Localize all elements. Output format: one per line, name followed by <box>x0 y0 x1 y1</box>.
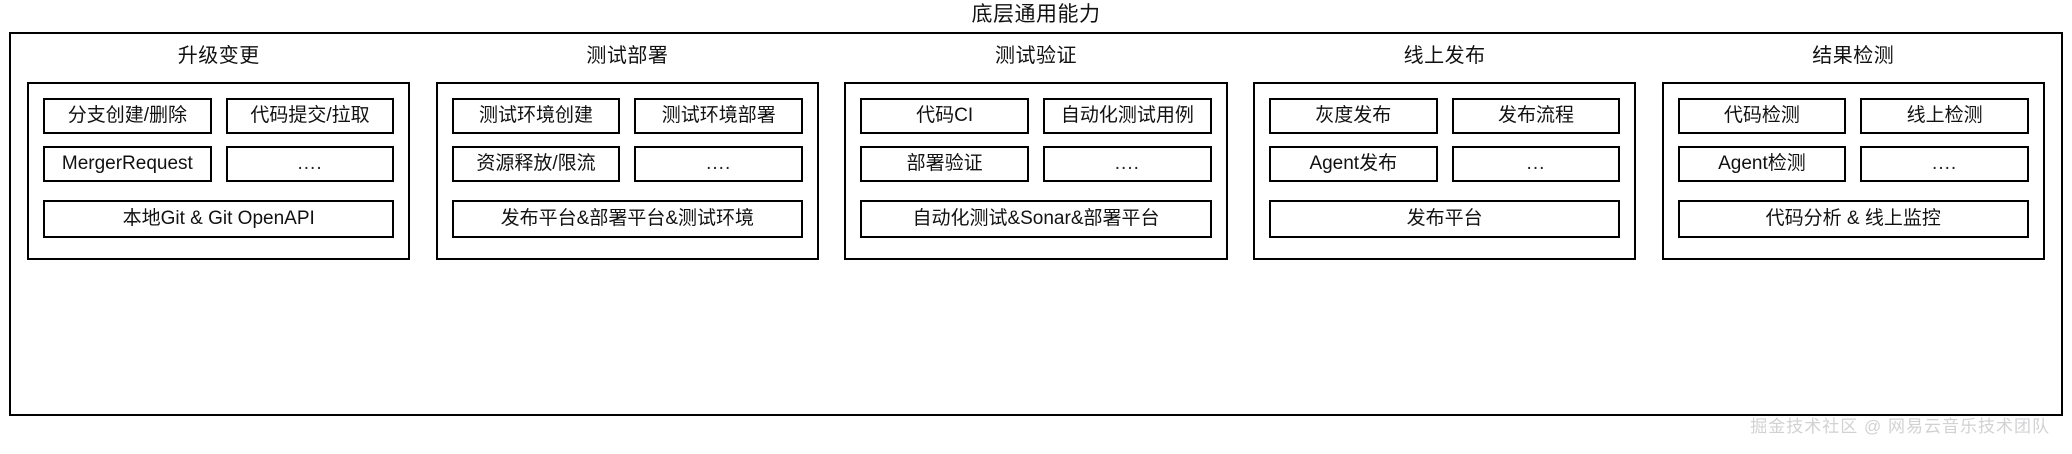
stage-1-item-1[interactable]: 分支创建/删除 <box>43 98 212 134</box>
stage-1-footer[interactable]: 本地Git & Git OpenAPI <box>43 200 395 238</box>
stage-2-footer[interactable]: 发布平台&部署平台&测试环境 <box>451 200 804 238</box>
stage-5-item-4[interactable]: .... <box>1860 146 2029 182</box>
stage-2-item-3[interactable]: 资源释放/限流 <box>451 146 621 182</box>
stage-1-row-2: MergerRequest .... <box>43 146 395 182</box>
stage-column-2: 测试部署 测试环境创建 测试环境部署 资源释放/限流 .... 发布平台&部署平… <box>435 44 820 260</box>
stage-3-item-2[interactable]: 自动化测试用例 <box>1042 98 1212 134</box>
stage-column-1: 升级变更 分支创建/删除 代码提交/拉取 MergerRequest .... … <box>27 44 411 260</box>
stage-4-item-4[interactable]: ... <box>1451 146 1621 182</box>
stage-3-row-2: 部署验证 .... <box>860 146 1212 182</box>
stage-column-5: 结果检测 代码检测 线上检测 Agent检测 .... 代码分析 & 线上监控 <box>1661 44 2045 260</box>
stage-4-item-1[interactable]: 灰度发布 <box>1268 98 1438 134</box>
stage-3-footer[interactable]: 自动化测试&Sonar&部署平台 <box>860 200 1212 238</box>
stage-4-item-2[interactable]: 发布流程 <box>1451 98 1621 134</box>
stage-title-4: 线上发布 <box>1403 45 1486 67</box>
stage-1-item-4[interactable]: .... <box>225 146 395 182</box>
stage-title-3: 测试验证 <box>994 45 1077 67</box>
watermark-text: 掘金技术社区 @ 网易云音乐技术团队 <box>1750 417 2050 436</box>
stage-columns: 升级变更 分支创建/删除 代码提交/拉取 MergerRequest .... … <box>9 44 2063 294</box>
stage-body-5: 代码检测 线上检测 Agent检测 .... 代码分析 & 线上监控 <box>1661 82 2045 260</box>
stage-3-item-1[interactable]: 代码CI <box>860 98 1029 134</box>
stage-5-row-1: 代码检测 线上检测 <box>1677 98 2029 134</box>
stage-1-item-3[interactable]: MergerRequest <box>43 146 212 182</box>
stage-body-1: 分支创建/删除 代码提交/拉取 MergerRequest .... 本地Git… <box>27 82 411 260</box>
stage-column-3: 测试验证 代码CI 自动化测试用例 部署验证 .... 自动化测试&Sonar&… <box>844 44 1228 260</box>
stage-title-5: 结果检测 <box>1812 45 1895 67</box>
stage-2-row-1: 测试环境创建 测试环境部署 <box>451 98 804 134</box>
stage-column-4: 线上发布 灰度发布 发布流程 Agent发布 ... 发布平台 <box>1252 44 1637 260</box>
stage-title-2: 测试部署 <box>586 45 669 67</box>
stage-2-row-2: 资源释放/限流 .... <box>451 146 804 182</box>
stage-4-footer[interactable]: 发布平台 <box>1268 200 1621 238</box>
stage-1-item-2[interactable]: 代码提交/拉取 <box>225 98 395 134</box>
stage-2-item-4[interactable]: .... <box>634 146 804 182</box>
stage-body-3: 代码CI 自动化测试用例 部署验证 .... 自动化测试&Sonar&部署平台 <box>844 82 1228 260</box>
stage-3-item-3[interactable]: 部署验证 <box>860 146 1029 182</box>
stage-5-item-1[interactable]: 代码检测 <box>1677 98 1847 134</box>
stage-3-row-1: 代码CI 自动化测试用例 <box>860 98 1212 134</box>
stage-5-footer[interactable]: 代码分析 & 线上监控 <box>1677 200 2029 238</box>
stage-title-1: 升级变更 <box>177 45 260 67</box>
stage-body-4: 灰度发布 发布流程 Agent发布 ... 发布平台 <box>1252 82 1637 260</box>
stage-2-item-2[interactable]: 测试环境部署 <box>634 98 804 134</box>
stage-5-row-2: Agent检测 .... <box>1677 146 2029 182</box>
stage-5-item-2[interactable]: 线上检测 <box>1860 98 2029 134</box>
stage-5-item-3[interactable]: Agent检测 <box>1677 146 1847 182</box>
stage-4-row-1: 灰度发布 发布流程 <box>1268 98 1621 134</box>
stage-4-item-3[interactable]: Agent发布 <box>1268 146 1438 182</box>
stage-4-row-2: Agent发布 ... <box>1268 146 1621 182</box>
stage-body-2: 测试环境创建 测试环境部署 资源释放/限流 .... 发布平台&部署平台&测试环… <box>435 82 820 260</box>
stage-1-row-1: 分支创建/删除 代码提交/拉取 <box>43 98 395 134</box>
stage-3-item-4[interactable]: .... <box>1042 146 1212 182</box>
stage-2-item-1[interactable]: 测试环境创建 <box>451 98 621 134</box>
page-title: 底层通用能力 <box>971 3 1101 26</box>
